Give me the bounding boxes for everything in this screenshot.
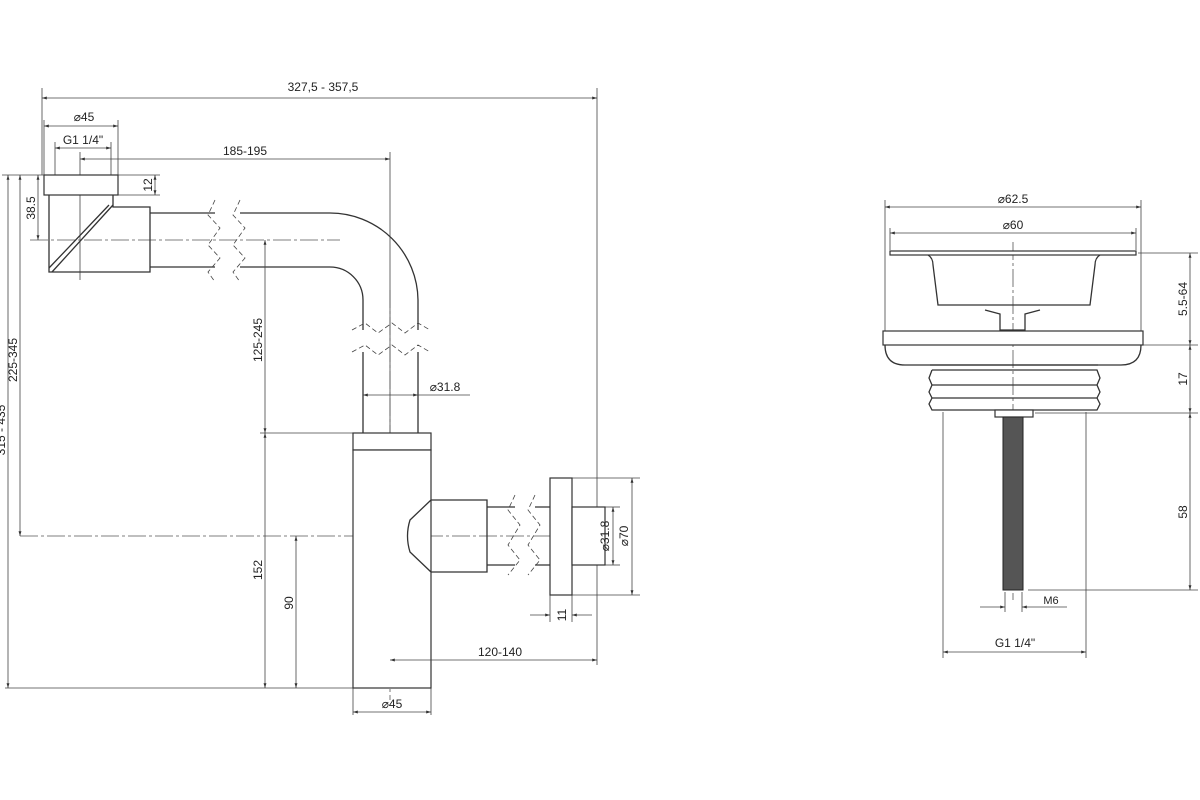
outlet-pipe xyxy=(487,506,550,566)
dim-total-height: 315 - 435 xyxy=(0,404,8,455)
dim-bolt-thread: M6 xyxy=(1043,595,1058,607)
strainer-knob xyxy=(984,309,1041,331)
dim-inner-diameter: ⌀60 xyxy=(1003,218,1024,232)
dim-elbow-height: 38.5 xyxy=(24,196,38,220)
dim-inlet-thread: G1 1/4" xyxy=(63,133,103,147)
flange-stub xyxy=(571,506,606,566)
pipe-outer-edge xyxy=(150,212,419,330)
dimension-lines xyxy=(6,96,634,714)
dim-outlet-height-range: 225-345 xyxy=(6,338,20,382)
dimension-lines xyxy=(885,205,1192,654)
dim-vertical-pipe-length: 125-245 xyxy=(251,318,265,362)
dim-cap-height: 12 xyxy=(141,178,155,192)
dim-horizontal-reach: 185-195 xyxy=(223,144,267,158)
dim-flange-thickness: 11 xyxy=(555,608,569,621)
dim-bottle-diameter: ⌀45 xyxy=(382,697,403,711)
bottle-trap-side-view: 327,5 - 357,5 ⌀45 G1 1/4" 185-195 12 38.… xyxy=(0,80,640,715)
dim-bottle-height: 152 xyxy=(251,560,265,580)
threaded-bolt xyxy=(1002,416,1024,591)
bolt-nut xyxy=(994,409,1034,418)
waste-valve-view: ⌀62.5 ⌀60 5.5-64 17 58 M6 G1 1/4" xyxy=(882,192,1198,658)
elbow-diagonal xyxy=(48,204,114,273)
wall-flange xyxy=(549,477,573,596)
dim-sink-thickness: 5.5-64 xyxy=(1176,282,1190,316)
dim-outer-diameter: ⌀62.5 xyxy=(998,192,1029,206)
outlet-junction xyxy=(406,499,432,573)
bottle-collar xyxy=(352,432,432,451)
elbow-body xyxy=(48,195,151,273)
strainer-rim xyxy=(889,250,1137,256)
break-symbol xyxy=(351,322,431,356)
inlet-cap xyxy=(43,174,119,196)
dim-bolt-length: 58 xyxy=(1176,505,1190,519)
extension-lines xyxy=(884,200,1198,658)
sink-flange xyxy=(882,330,1144,346)
vertical-pipe xyxy=(362,352,419,433)
dim-thread-height: 17 xyxy=(1176,372,1190,386)
dim-inlet-diameter: ⌀45 xyxy=(74,110,95,124)
extension-lines xyxy=(2,88,640,715)
break-symbol xyxy=(507,494,541,576)
threaded-body xyxy=(928,364,1101,411)
dim-outlet-thread: G1 1/4" xyxy=(995,636,1035,650)
pipe-inner-edge xyxy=(150,266,364,330)
dim-outlet-pipe-diameter: ⌀31.8 xyxy=(598,520,612,551)
dim-pipe-diameter: ⌀31.8 xyxy=(430,380,461,394)
dim-overall-width: 327,5 - 357,5 xyxy=(288,80,359,94)
bottle-body xyxy=(352,449,432,689)
strainer-basket xyxy=(927,254,1101,306)
break-symbol xyxy=(207,199,246,283)
dim-outlet-center-height: 90 xyxy=(282,596,296,610)
dim-flange-diameter: ⌀70 xyxy=(617,525,631,546)
dim-outlet-reach: 120-140 xyxy=(478,645,522,659)
outlet-socket xyxy=(431,499,488,573)
